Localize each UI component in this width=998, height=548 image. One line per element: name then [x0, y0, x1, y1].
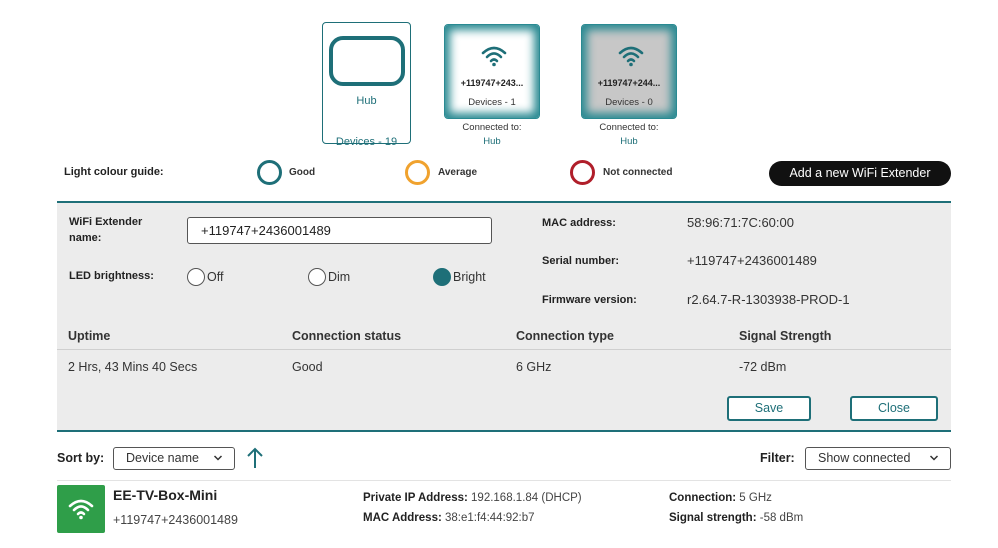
- chevron-down-icon: [929, 455, 939, 461]
- extender-device-count: Devices - 0: [605, 97, 653, 108]
- firmware-version-label: Firmware version:: [542, 294, 637, 306]
- legend-title: Light colour guide:: [64, 166, 164, 178]
- add-wifi-extender-button[interactable]: Add a new WiFi Extender: [769, 161, 951, 186]
- connection-type-header: Connection type: [516, 329, 614, 343]
- device-connection-label: Connection:: [669, 492, 737, 504]
- hub-card[interactable]: Hub Devices - 19: [322, 22, 411, 148]
- sort-by-value: Device name: [126, 451, 199, 465]
- private-ip: Private IP Address: 192.168.1.84 (DHCP): [363, 492, 582, 504]
- connected-to-label: Connected to:: [462, 122, 522, 133]
- hub-icon: [329, 36, 405, 86]
- chevron-down-icon: [213, 455, 223, 461]
- device-mac: MAC Address: 38:e1:f4:44:92:b7: [363, 512, 535, 524]
- device-mac-label: MAC Address:: [363, 512, 442, 524]
- hub-device-count: Devices - 19: [335, 136, 398, 148]
- wifi-icon: [481, 46, 507, 67]
- uptime-value: 2 Hrs, 43 Mins 40 Secs: [68, 360, 198, 374]
- led-brightness-label: LED brightness:: [69, 270, 154, 282]
- private-ip-label: Private IP Address:: [363, 492, 468, 504]
- extender-device-count: Devices - 1: [468, 97, 516, 108]
- device-list-divider: [57, 480, 951, 481]
- radio-circle-icon: [308, 268, 326, 286]
- extender-name: +119747+244...: [597, 78, 661, 88]
- serial-number-value: +119747+2436001489: [687, 253, 817, 268]
- connected-to-value: Hub: [483, 136, 501, 147]
- connection-status-value: Good: [292, 360, 323, 374]
- sort-by-select[interactable]: Device name: [113, 447, 235, 470]
- radio-selected-icon: [433, 268, 451, 286]
- device-signal-value: -58 dBm: [759, 512, 804, 524]
- extender-connection-1: Connected to: Hub: [444, 121, 540, 149]
- device-wifi-icon: [57, 485, 105, 533]
- led-dim-radio[interactable]: Dim: [308, 268, 350, 286]
- not-connected-ring-icon: [570, 160, 595, 185]
- led-dim-label: Dim: [328, 270, 351, 284]
- extender-name-label: WiFi Extender name:: [69, 216, 143, 244]
- filter-label: Filter:: [760, 451, 795, 465]
- led-off-radio[interactable]: Off: [187, 268, 223, 286]
- save-button[interactable]: Save: [727, 396, 811, 421]
- radio-circle-icon: [187, 268, 205, 286]
- signal-strength-header: Signal Strength: [739, 329, 832, 343]
- sort-direction-arrow-up-icon[interactable]: [246, 447, 264, 469]
- filter-select[interactable]: Show connected: [805, 447, 951, 470]
- firmware-version-value: r2.64.7-R-1303938-PROD-1: [687, 292, 850, 307]
- uptime-header: Uptime: [68, 329, 111, 343]
- device-connection: Connection: 5 GHz: [669, 492, 772, 504]
- connection-status-header: Connection status: [292, 329, 402, 343]
- extender-connection-2: Connected to: Hub: [581, 121, 677, 149]
- device-signal-label: Signal strength:: [669, 512, 757, 524]
- extender-card-2[interactable]: +119747+244... Devices - 0: [581, 24, 677, 119]
- device-mac-value: 38:e1:f4:44:92:b7: [445, 512, 535, 524]
- extender-name-input[interactable]: +119747+2436001489: [187, 217, 492, 244]
- mac-address-label: MAC address:: [542, 217, 616, 229]
- hub-label: Hub: [356, 95, 377, 107]
- device-name[interactable]: EE-TV-Box-Mini: [113, 487, 218, 503]
- led-off-label: Off: [207, 270, 224, 284]
- extender-details-panel: WiFi Extender name: +119747+2436001489 L…: [57, 201, 951, 432]
- connected-to-label: Connected to:: [599, 122, 659, 133]
- good-ring-icon: [257, 160, 282, 185]
- device-connection-value: 5 GHz: [739, 492, 772, 504]
- connected-to-value: Hub: [620, 136, 638, 147]
- wifi-icon: [618, 46, 644, 67]
- stats-divider: [57, 349, 951, 350]
- legend-good-label: Good: [289, 167, 316, 178]
- filter-value: Show connected: [818, 451, 911, 465]
- legend-average-label: Average: [438, 167, 478, 178]
- mac-address-value: 58:96:71:7C:60:00: [687, 215, 794, 230]
- led-bright-label: Bright: [453, 270, 486, 284]
- device-parent: +119747+2436001489: [113, 513, 238, 527]
- average-ring-icon: [405, 160, 430, 185]
- led-bright-radio[interactable]: Bright: [433, 268, 486, 286]
- connection-type-value: 6 GHz: [516, 360, 552, 374]
- serial-number-label: Serial number:: [542, 255, 620, 267]
- legend-not-connected-label: Not connected: [603, 167, 673, 178]
- sort-by-label: Sort by:: [57, 451, 105, 465]
- wifi-icon: [68, 499, 94, 520]
- device-signal: Signal strength: -58 dBm: [669, 512, 803, 524]
- extender-name: +119747+243...: [460, 78, 524, 88]
- close-button[interactable]: Close: [850, 396, 938, 421]
- signal-strength-value: -72 dBm: [739, 360, 787, 374]
- private-ip-value: 192.168.1.84 (DHCP): [471, 492, 582, 504]
- extender-card-1[interactable]: +119747+243... Devices - 1: [444, 24, 540, 119]
